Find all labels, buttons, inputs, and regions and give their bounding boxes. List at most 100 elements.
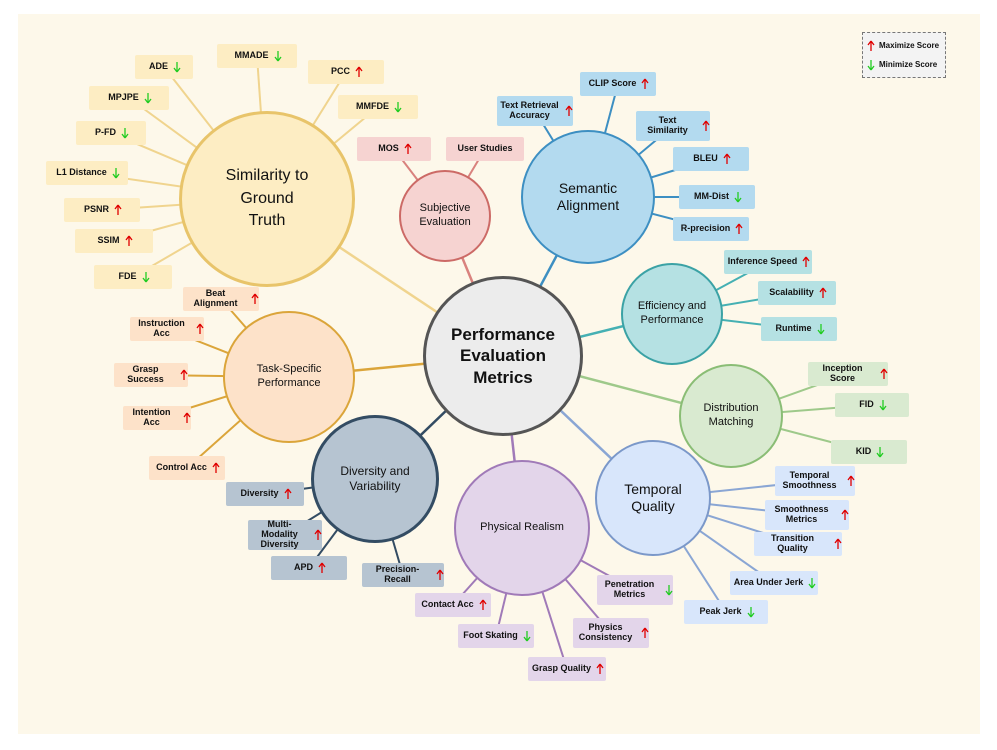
category-label: Efficiency and Performance — [637, 300, 707, 326]
legend: Maximize Score Minimize Score — [862, 32, 946, 78]
arrow-up-icon — [640, 627, 649, 639]
metric-ssim: SSIM — [75, 229, 153, 253]
metric-p-fd: P-FD — [76, 121, 146, 145]
metric-fde: FDE — [94, 265, 172, 289]
metric-label: ADE — [148, 61, 168, 72]
arrow-up-icon — [114, 204, 122, 216]
metric-physics-consistency: Physics Consistency — [573, 618, 649, 648]
metric-contact-acc: Contact Acc — [415, 593, 491, 617]
arrow-down-icon — [664, 584, 673, 596]
metric-label: Instruction Acc — [138, 318, 185, 338]
metric-grasp-success: Grasp Success — [114, 363, 188, 387]
metric-runtime: Runtime — [761, 317, 837, 341]
category-label: Semantic Alignment — [556, 179, 620, 214]
arrow-down-icon — [867, 59, 875, 71]
arrow-down-icon — [112, 167, 120, 179]
arrow-up-icon — [723, 153, 731, 165]
category-distribution: Distribution Matching — [679, 364, 783, 468]
metric-label: Inference Speed — [727, 256, 798, 267]
metric-label: User Studies — [457, 143, 513, 154]
category-temporal: Temporal Quality — [595, 440, 711, 556]
metric-mos: MOS — [357, 137, 431, 161]
metric-label: Transition Quality — [770, 533, 814, 553]
arrow-up-icon — [701, 120, 710, 132]
metric-label: R-precision — [680, 223, 731, 234]
metric-beat-alignment: Beat Alignment — [183, 287, 259, 311]
arrow-up-icon — [596, 663, 604, 675]
metric-label: Physics Consistency — [578, 622, 633, 642]
metric-text-similarity: Text Similarity — [636, 111, 710, 141]
category-task: Task-Specific Performance — [223, 311, 355, 443]
metric-label: APD — [293, 562, 313, 573]
arrow-down-icon — [273, 50, 282, 62]
arrow-down-icon — [121, 127, 129, 139]
metric-bleu: BLEU — [673, 147, 749, 171]
metric-label: MMFDE — [356, 101, 389, 112]
metric-diversity: Diversity — [226, 482, 304, 506]
arrow-up-icon — [196, 323, 204, 335]
metric-label: Grasp Quality — [531, 663, 592, 674]
metric-intention-acc: Intention Acc — [123, 406, 191, 430]
arrow-up-icon — [846, 475, 855, 487]
metric-label: Intention Acc — [132, 407, 171, 427]
metric-label: Temporal Smoothness — [782, 470, 837, 490]
metric-label: MPJPE — [108, 92, 139, 103]
arrow-up-icon — [212, 462, 220, 474]
metric-label: P-FD — [95, 127, 116, 138]
metric-precision-recall: Precision-Recall — [362, 563, 444, 587]
metric-label: Peak Jerk — [699, 606, 742, 617]
arrow-down-icon — [808, 577, 816, 589]
category-label: Distribution Matching — [703, 402, 759, 428]
metric-label: Runtime — [775, 323, 812, 334]
category-label: Similarity to Ground Truth — [225, 167, 309, 230]
metric-smoothness-metrics: Smoothness Metrics — [765, 500, 849, 530]
metric-penetration-metrics: Penetration Metrics — [597, 575, 673, 605]
metric-area-under-jerk: Area Under Jerk — [730, 571, 818, 595]
arrow-up-icon — [479, 599, 487, 611]
metric-mmade: MMADE — [217, 44, 297, 68]
metric-fid: FID — [835, 393, 909, 417]
legend-minimize-row: Minimize Score — [867, 55, 941, 74]
arrow-up-icon — [834, 538, 842, 550]
metric-label: PCC — [330, 66, 350, 77]
metric-kid: KID — [831, 440, 907, 464]
category-label: Task-Specific Performance — [256, 363, 322, 389]
metric-l1-distance: L1 Distance — [46, 161, 128, 185]
center-node: Performance Evaluation Metrics — [423, 276, 583, 436]
metric-label: Smoothness Metrics — [774, 504, 829, 524]
category-label: Diversity and Variability — [340, 464, 410, 493]
arrow-up-icon — [180, 369, 188, 381]
category-label: Subjective Evaluation — [419, 202, 471, 228]
metric-label: Text Retrieval Accuracy — [500, 100, 559, 120]
metric-mpjpe: MPJPE — [89, 86, 169, 110]
metric-label: Text Similarity — [647, 115, 688, 135]
metric-label: KID — [855, 446, 872, 457]
metric-label: L1 Distance — [56, 167, 107, 178]
metric-label: Diversity — [240, 488, 279, 499]
metric-label: Contact Acc — [421, 599, 474, 610]
metric-transition-quality: Transition Quality — [754, 532, 842, 556]
arrow-up-icon — [735, 223, 743, 235]
legend-maximize-row: Maximize Score — [867, 36, 941, 55]
arrow-down-icon — [141, 271, 150, 283]
metric-pcc: PCC — [308, 60, 384, 84]
metric-label: PSNR — [83, 204, 109, 215]
metric-apd: APD — [271, 556, 347, 580]
arrow-up-icon — [283, 488, 292, 500]
arrow-down-icon — [144, 92, 152, 104]
metric-label: Penetration Metrics — [604, 579, 655, 599]
metric-control-acc: Control Acc — [149, 456, 225, 480]
arrow-up-icon — [802, 256, 810, 268]
arrow-down-icon — [173, 61, 181, 73]
metric-label: Precision-Recall — [375, 564, 420, 584]
center-label: Performance Evaluation Metrics — [451, 325, 555, 387]
metric-mmfde: MMFDE — [338, 95, 418, 119]
category-label: Temporal Quality — [624, 480, 682, 515]
arrow-up-icon — [564, 105, 573, 117]
legend-maximize-label: Maximize Score — [879, 41, 940, 50]
metric-label: MMADE — [234, 50, 269, 61]
arrow-up-icon — [867, 40, 875, 52]
metric-grasp-quality: Grasp Quality — [528, 657, 606, 681]
arrow-up-icon — [819, 287, 827, 299]
metric-label: Multi-Modality Diversity — [260, 519, 299, 549]
